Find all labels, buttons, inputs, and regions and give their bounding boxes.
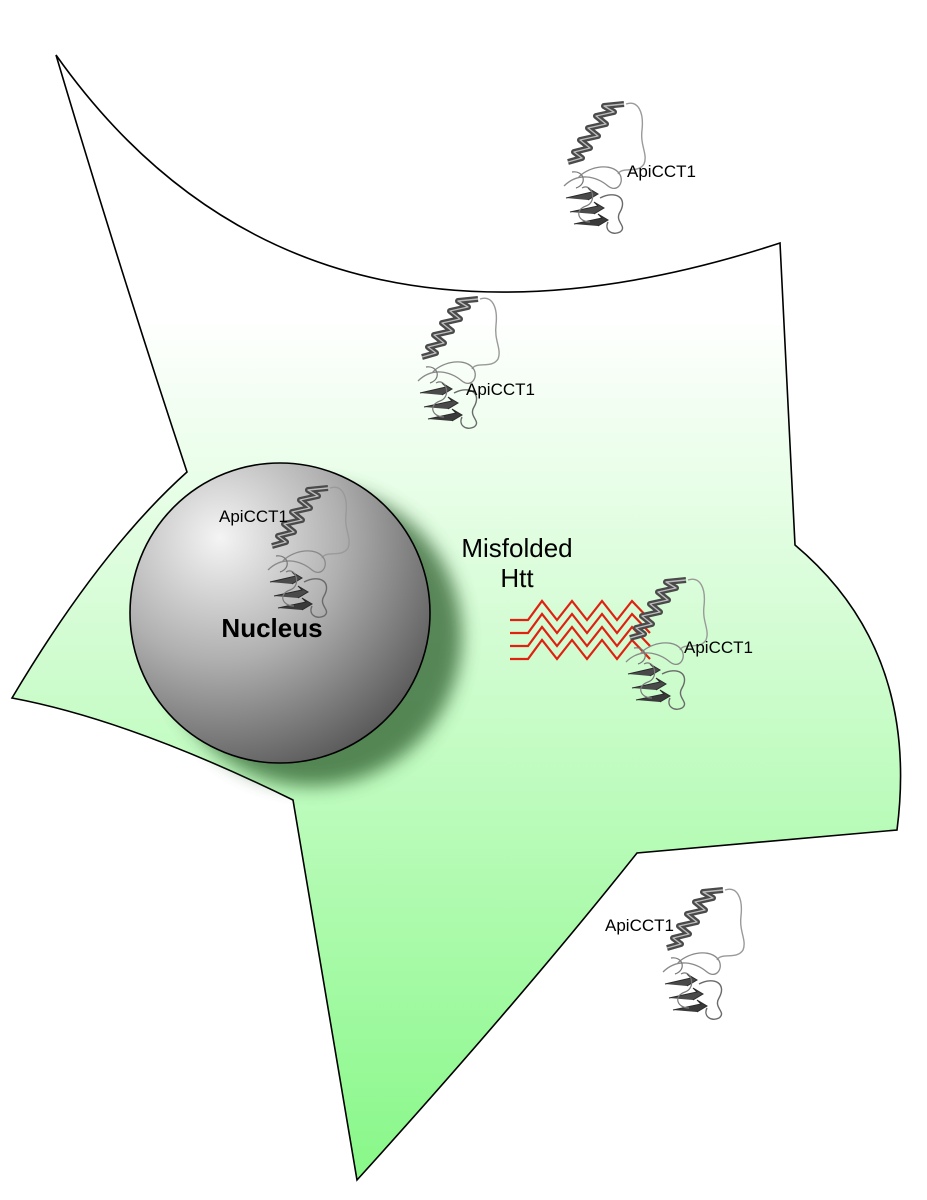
protein-label: ApiCCT1 [684, 638, 753, 657]
htt-fibril-strand [510, 612, 651, 635]
protein-label: ApiCCT1 [605, 916, 674, 935]
nucleus [129, 462, 431, 764]
nucleus-label: Nucleus [221, 613, 322, 643]
htt-fibril-strand [510, 625, 651, 648]
htt-fibril-strand [510, 638, 651, 661]
apicct1-ribbon-icon [663, 889, 744, 1019]
protein-label: ApiCCT1 [466, 380, 535, 399]
protein-label: ApiCCT1 [627, 162, 696, 181]
protein-label: ApiCCT1 [219, 507, 288, 526]
misfolded-htt-label-line2: Htt [500, 563, 534, 593]
htt-fibril-strand [510, 599, 651, 622]
misfolded-htt-label-line1: Misfolded [461, 533, 572, 563]
misfolded-htt-fibril-icon [510, 599, 651, 661]
